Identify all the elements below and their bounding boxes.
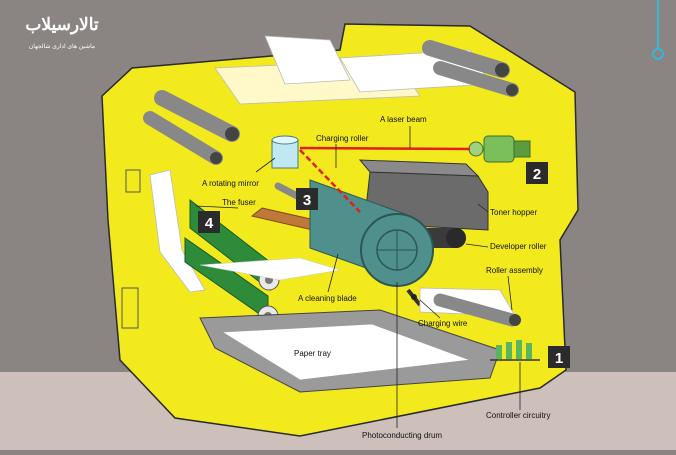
laser-unit	[468, 135, 531, 163]
label-charging-roller: Charging roller	[316, 134, 369, 143]
label-photoconducting-drum: Photoconducting drum	[362, 431, 442, 440]
leader-lines	[195, 126, 521, 428]
brand-logo: تالارسیلاب ماشین های اداری شالجهان	[4, 6, 124, 56]
charging-wire	[406, 288, 422, 307]
photoconducting-drum	[309, 179, 434, 287]
label-paper-tray: Paper tray	[294, 349, 331, 358]
label-laser-beam: A laser beam	[380, 115, 427, 124]
label-cleaning-blade: A cleaning blade	[298, 294, 357, 303]
svg-text:1: 1	[555, 350, 563, 367]
label-controller-circuitry: Controller circuitry	[486, 411, 550, 420]
laser-beam-reflected	[299, 149, 361, 213]
laser-beam	[299, 146, 471, 151]
vent-slot	[125, 169, 141, 193]
step-badge-3: 3	[296, 188, 318, 210]
step-badge-4: 4	[198, 211, 220, 233]
label-charging-wire: Charging wire	[418, 319, 468, 328]
output-sheet	[199, 257, 341, 281]
label-fuser: The fuser	[222, 198, 256, 207]
top-left-rollers	[143, 90, 240, 165]
step-badge-2: 2	[526, 162, 548, 184]
logo-text: تالارسیلاب	[25, 15, 99, 35]
label-developer-roller: Developer roller	[490, 242, 547, 251]
rotating-mirror	[271, 135, 299, 169]
paper-tray	[199, 309, 501, 393]
step-badge-1: 1	[548, 346, 570, 368]
label-roller-assembly: Roller assembly	[486, 266, 543, 275]
side-panel	[121, 287, 139, 329]
decorative-node	[652, 48, 664, 60]
svg-text:2: 2	[533, 166, 541, 183]
label-rotating-mirror: A rotating mirror	[202, 179, 259, 188]
label-toner-hopper: Toner hopper	[490, 208, 537, 217]
svg-text:3: 3	[303, 192, 311, 209]
svg-text:4: 4	[205, 215, 214, 232]
top-right-rollers	[422, 40, 519, 97]
logo-tagline: ماشین های اداری شالجهان	[29, 43, 95, 50]
paper-path	[149, 169, 206, 293]
roller-assembly	[419, 287, 521, 327]
top-paper	[214, 35, 491, 105]
controller-circuitry	[490, 340, 540, 361]
